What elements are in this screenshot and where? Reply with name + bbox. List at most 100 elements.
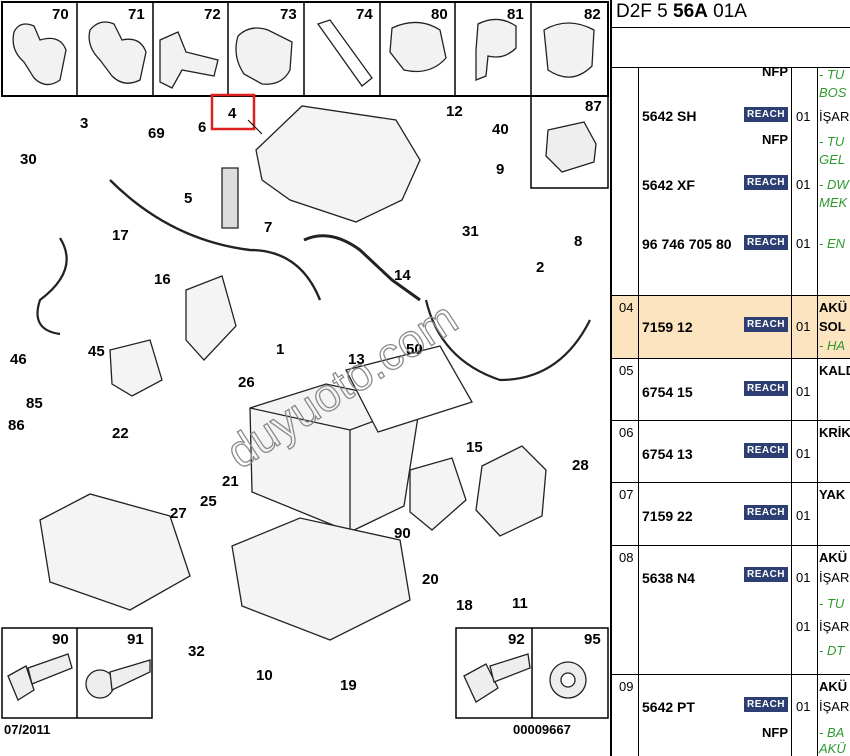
desc-text: - DW: [819, 177, 849, 192]
part-number: 7159 12: [642, 319, 693, 335]
callout-7[interactable]: 7: [264, 219, 272, 236]
callout-30[interactable]: 30: [20, 151, 37, 168]
callout-25[interactable]: 25: [200, 493, 217, 510]
reference-code: D2F 5 56A 01A: [616, 1, 747, 22]
box-number-80: 80: [431, 6, 448, 23]
desc-text: İŞAR: [819, 109, 850, 124]
item-index: 08: [619, 550, 634, 565]
table-row[interactable]: 06 6754 13 REACH 01 KRİK: [612, 421, 850, 482]
column-divider: [791, 67, 792, 756]
highlighted-row-bg: [612, 296, 850, 358]
callout-8[interactable]: 8: [574, 233, 582, 250]
label-50-sketch: [345, 345, 473, 433]
column-divider: [817, 67, 818, 756]
callout-22[interactable]: 22: [112, 425, 129, 442]
quantity: 01: [796, 699, 811, 714]
fastener-sketches: [7, 653, 587, 703]
quantity: 01: [796, 236, 811, 251]
nfp-label: NFP: [762, 132, 788, 147]
callout-9[interactable]: 9: [496, 161, 504, 178]
callout-2[interactable]: 2: [536, 259, 544, 276]
desc-text: YAK: [819, 487, 846, 502]
callout-86[interactable]: 86: [8, 417, 25, 434]
callout-6[interactable]: 6: [198, 119, 206, 136]
desc-text: - HA: [819, 338, 845, 353]
bracket-20-sketch: [409, 457, 467, 531]
callout-14[interactable]: 14: [394, 267, 411, 284]
desc-text: GEL: [819, 152, 846, 167]
callout-4[interactable]: 4: [228, 105, 237, 122]
cable-harness-right: [424, 299, 591, 382]
tray-32-sketch: [39, 493, 191, 611]
table-row[interactable]: 09 5642 PT REACH 01 NFP AKÜ İŞAR - BA AK…: [612, 675, 850, 756]
table-row[interactable]: 5642 XF REACH 01 - DW MEK: [612, 168, 850, 218]
callout-90-main[interactable]: 90: [394, 525, 411, 542]
callout-21[interactable]: 21: [222, 473, 239, 490]
top-box-row: [1, 1, 609, 97]
callout-11[interactable]: 11: [512, 595, 528, 612]
quantity: 01: [796, 619, 811, 634]
desc-text: SOL: [819, 319, 846, 334]
reach-badge: REACH: [744, 107, 788, 122]
callout-45[interactable]: 45: [88, 343, 105, 360]
callout-26[interactable]: 26: [238, 374, 255, 391]
divider: [612, 67, 850, 68]
reach-badge: REACH: [744, 697, 788, 712]
table-row[interactable]: 08 5638 N4 REACH 01 01 AKÜ İŞAR - TU İŞA…: [612, 546, 850, 674]
table-row[interactable]: 5642 SH REACH 01 NFP İŞAR - TU GEL: [612, 100, 850, 190]
callout-3[interactable]: 3: [80, 115, 88, 132]
bolt-90-shank: [27, 653, 73, 685]
strip-5-sketch: [221, 167, 239, 229]
callout-28[interactable]: 28: [572, 457, 589, 474]
box-number-70: 70: [52, 6, 69, 23]
callout-17[interactable]: 17: [112, 227, 129, 244]
quantity: 01: [796, 508, 811, 523]
callout-12[interactable]: 12: [446, 103, 463, 120]
divider: [612, 295, 850, 296]
callout-15[interactable]: 15: [466, 439, 483, 456]
callout-50[interactable]: 50: [406, 341, 423, 358]
diagram-code: 00009667: [513, 722, 571, 737]
callout-69[interactable]: 69: [148, 125, 165, 142]
table-row[interactable]: 07 7159 22 REACH 01 YAK: [612, 483, 850, 545]
main-parts: [36, 105, 591, 641]
table-row[interactable]: 96 746 705 80 REACH 01 - EN: [612, 226, 850, 276]
part-number: 6754 15: [642, 384, 693, 400]
quantity: 01: [796, 446, 811, 461]
quantity: 01: [796, 109, 811, 124]
callout-46[interactable]: 46: [10, 351, 27, 368]
bolt-92-head: [463, 663, 499, 703]
table-row-selected[interactable]: 04 7159 12 REACH 01 AKÜ SOL - HA: [612, 296, 850, 358]
desc-text: AKÜ: [819, 300, 848, 315]
desc-text: AKÜ: [819, 679, 848, 694]
callout-19[interactable]: 19: [340, 677, 357, 694]
callout-16[interactable]: 16: [154, 271, 171, 288]
cable-tie-74-sketch: [316, 19, 373, 87]
box-number-87: 87: [585, 98, 602, 115]
callout-27[interactable]: 27: [170, 505, 187, 522]
divider: [612, 420, 850, 421]
callout-1[interactable]: 1: [276, 341, 284, 358]
desc-text: BOS: [819, 85, 847, 100]
cover-16-sketch: [185, 275, 237, 361]
callout-20[interactable]: 20: [422, 571, 439, 588]
table-row[interactable]: 05 6754 15 REACH 01 KALD: [612, 359, 850, 420]
clip-70-sketch: [12, 23, 67, 86]
quantity: 01: [796, 570, 811, 585]
box-number-95: 95: [584, 631, 601, 648]
callout-18[interactable]: 18: [456, 597, 473, 614]
callout-13[interactable]: 13: [348, 351, 365, 368]
box-number-71: 71: [128, 6, 145, 23]
nut-95-hole: [560, 672, 576, 688]
callout-32[interactable]: 32: [188, 643, 205, 660]
callout-5[interactable]: 5: [184, 190, 192, 207]
callout-40[interactable]: 40: [492, 121, 509, 138]
callout-31[interactable]: 31: [462, 223, 479, 240]
callout-10[interactable]: 10: [256, 667, 273, 684]
box-number-73: 73: [280, 6, 297, 23]
callout-4-leader: [247, 119, 263, 135]
quantity: 01: [796, 319, 811, 334]
reach-badge: REACH: [744, 381, 788, 396]
callout-85[interactable]: 85: [26, 395, 43, 412]
highlight-box: [210, 93, 256, 131]
